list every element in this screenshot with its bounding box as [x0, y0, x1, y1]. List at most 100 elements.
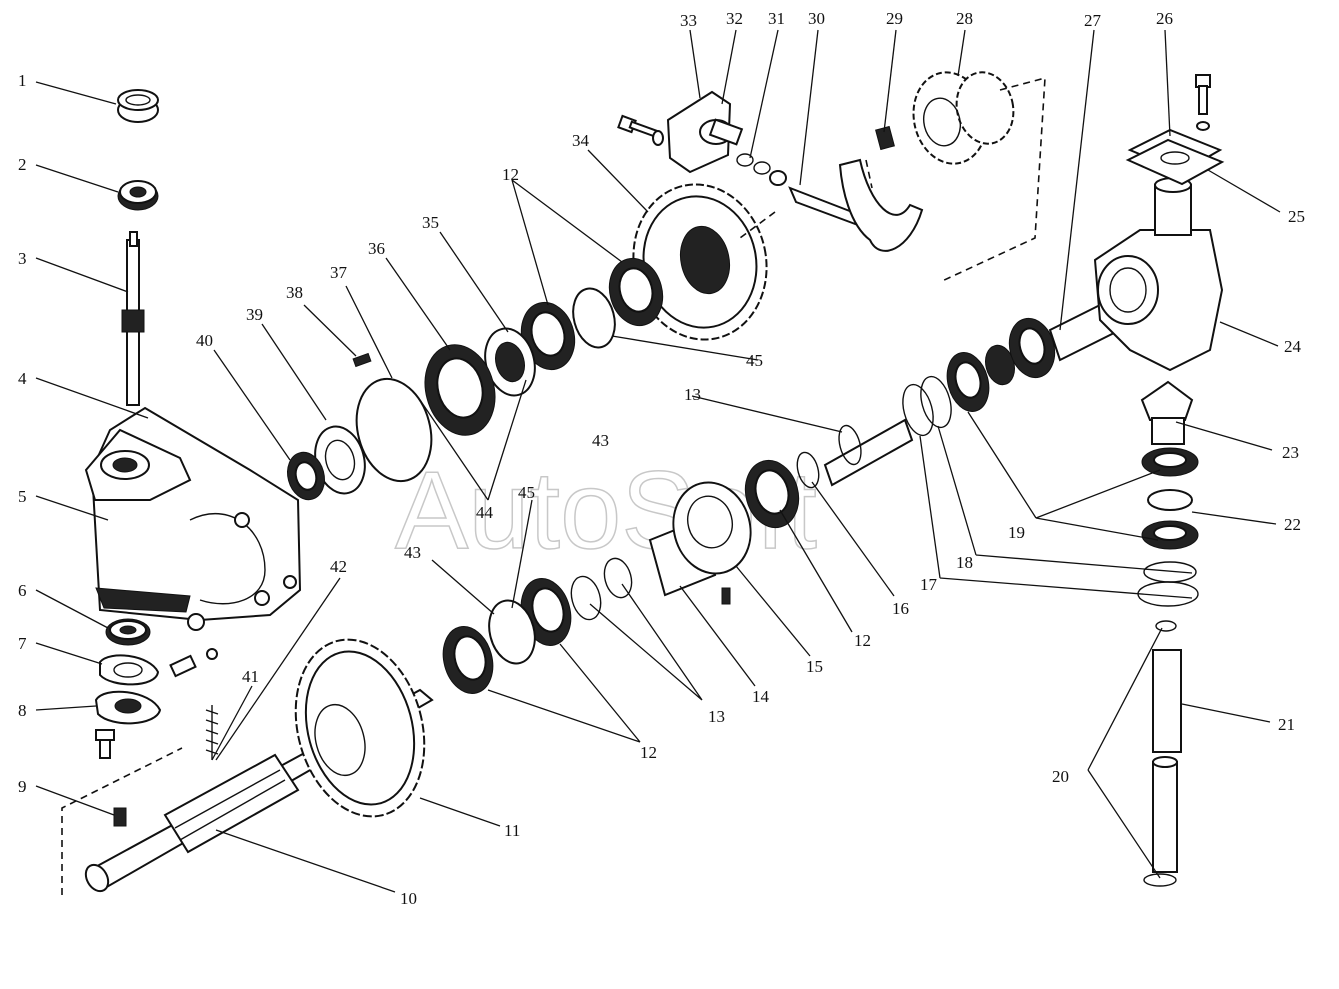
part-ring-45-lower	[488, 599, 536, 665]
callout-10: 10	[400, 889, 417, 908]
callout-27: 27	[1084, 11, 1102, 30]
callout-31: 31	[768, 9, 785, 28]
part-key-29	[875, 125, 895, 151]
callout-29: 29	[886, 9, 903, 28]
part-setscrew-9	[113, 807, 127, 827]
callout-1: 1	[18, 71, 27, 90]
callout-12-bottom: 12	[640, 743, 657, 762]
part-bearing-12-lower-a	[442, 626, 494, 694]
part-bolt-top-right	[1195, 74, 1211, 131]
callout-41: 41	[242, 667, 259, 686]
callout-13-top: 13	[684, 385, 701, 404]
callout-19: 19	[1008, 523, 1025, 542]
callout-18: 18	[956, 553, 973, 572]
part-bolt-cover	[617, 114, 664, 146]
part-bearing-19-a	[946, 352, 990, 412]
callout-3: 3	[18, 249, 27, 268]
part-pin-38	[352, 352, 372, 368]
parts-drawing	[61, 71, 1225, 895]
part-ring-16	[796, 451, 820, 489]
callout-7: 7	[18, 634, 27, 653]
callout-34: 34	[572, 131, 590, 150]
part-bearing-6	[105, 618, 151, 646]
part-ring-45-upper	[572, 287, 616, 349]
callout-16: 16	[892, 599, 909, 618]
part-orings-31	[736, 153, 787, 186]
part-bearing-12-upper-b	[520, 301, 576, 371]
callout-33: 33	[680, 11, 697, 30]
part-spring-41	[205, 705, 219, 760]
part-rings-17-18-lower	[1137, 561, 1199, 632]
callout-9: 9	[18, 777, 27, 796]
callout-23: 23	[1282, 443, 1299, 462]
callout-12-top: 12	[502, 165, 519, 184]
part-coupling-14-15	[648, 481, 752, 605]
callout-25: 25	[1288, 207, 1305, 226]
leader-lines	[35, 29, 1281, 893]
callout-21: 21	[1278, 715, 1295, 734]
part-cover-32-33	[666, 90, 744, 174]
callout-39: 39	[246, 305, 263, 324]
callout-36: 36	[368, 239, 385, 258]
assembly-line-left	[61, 747, 183, 895]
part-shift-fork-30	[788, 158, 924, 252]
callout-37: 37	[330, 263, 348, 282]
part-shaft-3	[121, 231, 145, 406]
part-circlip-13-lower	[570, 557, 633, 621]
assembly-line-key	[865, 159, 873, 189]
part-seal-40	[287, 451, 325, 501]
part-bearing-36	[424, 344, 496, 436]
part-gear-34	[632, 183, 768, 341]
callout-12-mid: 12	[854, 631, 871, 650]
callout-45-lower: 45	[518, 483, 535, 502]
part-bolts-housing	[95, 648, 218, 759]
part-flange-8	[94, 690, 162, 725]
callout-17: 17	[920, 575, 938, 594]
callout-11: 11	[504, 821, 520, 840]
callout-8: 8	[18, 701, 27, 720]
callout-20: 20	[1052, 767, 1069, 786]
part-rings-17-18	[902, 375, 952, 437]
part-bearing-12-mid	[744, 459, 800, 529]
callout-38: 38	[286, 283, 303, 302]
callout-5: 5	[18, 487, 27, 506]
callout-35: 35	[422, 213, 439, 232]
part-bushing-1	[117, 89, 159, 123]
assembly-line-right-upper	[939, 76, 1046, 283]
callout-4: 4	[18, 369, 27, 388]
callout-6: 6	[18, 581, 27, 600]
part-bevel-pinion-23	[1140, 380, 1194, 445]
part-bearing-19-c	[1008, 317, 1056, 379]
part-angle-housing-24	[1093, 177, 1224, 372]
callout-30: 30	[808, 9, 825, 28]
part-gasket-7	[99, 654, 160, 686]
part-splined-shaft	[823, 418, 914, 487]
callout-15: 15	[806, 657, 823, 676]
part-gear-11	[294, 638, 426, 818]
callout-14: 14	[752, 687, 770, 706]
callout-43-lower: 43	[404, 543, 421, 562]
part-ring-37	[355, 377, 433, 483]
callout-numbers: 1 2 3 4 5 6 7 8 9 10 11 12 12 12 13 13 1…	[18, 9, 1305, 908]
part-seal-35	[484, 327, 536, 397]
callout-43-upper: 43	[592, 431, 609, 450]
callout-45-upper: 45	[746, 351, 763, 370]
callout-24: 24	[1284, 337, 1302, 356]
assembly-line-gear	[739, 211, 776, 239]
part-housing-4-5	[84, 406, 302, 631]
callout-28: 28	[956, 9, 973, 28]
part-vertical-shaft-21	[1143, 649, 1182, 887]
part-circlip-13-upper	[838, 424, 862, 466]
callout-40: 40	[196, 331, 213, 350]
part-bearing-12-upper-a	[608, 257, 664, 327]
part-gasket-25-26	[1125, 128, 1225, 186]
part-bearing-2	[117, 180, 159, 211]
callout-32: 32	[726, 9, 743, 28]
callout-2: 2	[18, 155, 27, 174]
callout-22: 22	[1284, 515, 1301, 534]
part-sliding-gear-28	[912, 71, 1015, 165]
callout-26: 26	[1156, 9, 1173, 28]
callout-44: 44	[476, 503, 494, 522]
part-bearing-stack-19-22	[1141, 447, 1199, 550]
